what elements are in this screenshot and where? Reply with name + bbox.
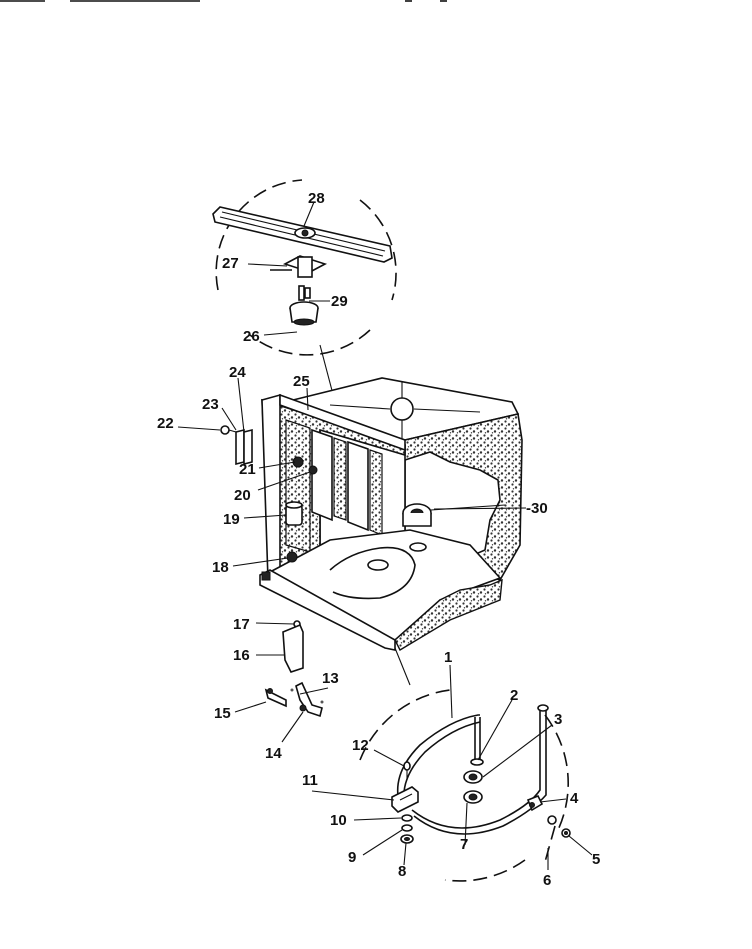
part-label-1: 1 xyxy=(444,649,452,666)
heater-clip-and-nuts xyxy=(391,761,419,844)
part-label-15: 15 xyxy=(214,705,231,722)
part-label-28: 28 xyxy=(308,190,325,207)
spray-arm-detail-circle xyxy=(215,179,397,356)
door-latch-parts xyxy=(264,620,304,708)
part-label-12: 12 xyxy=(352,737,369,754)
part-label-17: 17 xyxy=(233,616,250,633)
part-label-30: -30 xyxy=(526,500,548,517)
part-label-13: 13 xyxy=(322,670,339,687)
heater-washers xyxy=(463,770,483,804)
part-label-25: 25 xyxy=(293,373,310,390)
part-label-10: 10 xyxy=(330,812,347,829)
part-label-26: 26 xyxy=(243,328,260,345)
part-label-4: 4 xyxy=(570,790,579,807)
heater-mounting-parts xyxy=(526,794,571,863)
part-label-7: 7 xyxy=(460,836,468,853)
part-label-29: 29 xyxy=(331,293,348,310)
part-label-19: 19 xyxy=(223,511,240,528)
spray-arm-bearing xyxy=(289,285,319,326)
leader-lines xyxy=(177,201,593,870)
part-label-24: 24 xyxy=(229,364,246,381)
part-label-2: 2 xyxy=(510,687,518,704)
heater-detail-circle xyxy=(359,689,569,882)
part-label-9: 9 xyxy=(348,849,356,866)
part-label-14: 14 xyxy=(265,745,282,762)
part-label-6: 6 xyxy=(543,872,551,889)
spray-arm-hub xyxy=(270,255,328,278)
heating-element xyxy=(396,704,549,835)
part-label-8: 8 xyxy=(398,863,406,880)
part-label-5: 5 xyxy=(592,851,600,868)
part-label-22: 22 xyxy=(157,415,174,432)
part-label-21: 21 xyxy=(239,461,256,478)
part-label-3: 3 xyxy=(554,711,562,728)
part-label-27: 27 xyxy=(222,255,239,272)
dishwasher-tub xyxy=(259,377,523,651)
door-spring-arm xyxy=(290,681,324,718)
part-labels: 28 27 29 26 24 25 23 22 21 20 19 -30 18 … xyxy=(157,190,600,889)
heater-terminal xyxy=(470,717,484,766)
part-label-11: 11 xyxy=(302,772,318,789)
part-label-20: 20 xyxy=(234,487,251,504)
part-label-16: 16 xyxy=(233,647,250,664)
part-label-23: 23 xyxy=(202,396,219,413)
detail-leader-bottom xyxy=(394,647,411,686)
door-hinge-parts xyxy=(220,425,253,466)
part-label-18: 18 xyxy=(212,559,229,576)
upper-spray-arm xyxy=(212,206,393,263)
